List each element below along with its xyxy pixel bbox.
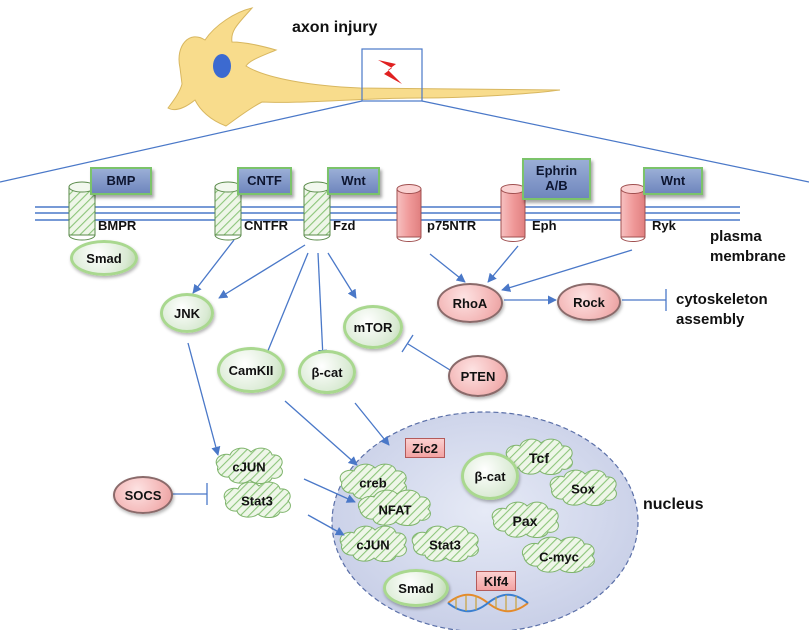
cloud-nfat (358, 489, 431, 526)
tf-pax: Pax (512, 513, 538, 529)
receptor-p75ntr (396, 184, 422, 242)
cytoskeleton-label: cytoskeleton assembly (676, 291, 768, 328)
cloud-stat3-out (223, 481, 291, 518)
neuron-illustration (167, 7, 561, 127)
ligand-wnt-ryk: Wnt (643, 167, 703, 195)
receptor-label-cntfr: CNTFR (244, 218, 289, 233)
gene-zic2: Zic2 (405, 438, 445, 458)
cloud-cmyc (522, 536, 595, 573)
receptor-fzd (303, 181, 331, 241)
cloud-pax (491, 501, 559, 538)
ligand-cntf: CNTF (237, 167, 292, 195)
receptor-bmpr (68, 181, 96, 241)
membrane-label: plasma membrane (710, 228, 786, 265)
page-title: axon injury (292, 19, 378, 36)
cloud-cjun-out (215, 447, 283, 484)
tf-sox: Sox (571, 481, 595, 497)
receptor-cntfr (214, 181, 242, 241)
ligand-bmp: BMP (90, 167, 152, 195)
ligand-ephrin: Ephrin A/B (522, 158, 591, 200)
receptor-label-fzd: Fzd (333, 218, 356, 233)
inhibition-lines (153, 289, 667, 505)
cloud-sox (549, 469, 617, 506)
tf-cjun-cytoplasm: cJUN (232, 459, 266, 475)
tf-cmyc: C-myc (539, 549, 579, 565)
injury-box (361, 48, 423, 102)
node-bcat: β-cat (298, 350, 356, 394)
dna-icon (447, 593, 529, 613)
node-bcat-nucleus: β-cat (461, 452, 519, 500)
node-pten: PTEN (448, 355, 508, 397)
receptor-label-bmpr: BMPR (98, 218, 137, 233)
cloud-cjun-in (339, 525, 407, 562)
nucleus-label: nucleus (643, 496, 704, 513)
tf-tcf: Tcf (529, 450, 549, 466)
receptor-label-p75ntr: p75NTR (427, 218, 477, 233)
tf-creb: creb (359, 475, 387, 491)
receptor-label-ryk: Ryk (652, 218, 676, 233)
neuron-nucleus (213, 54, 231, 78)
receptor-ryk (620, 184, 646, 242)
node-mtor: mTOR (343, 305, 403, 349)
node-smad-membrane: Smad (70, 240, 138, 276)
gene-klf4: Klf4 (476, 571, 516, 591)
lightning-icon (378, 60, 402, 84)
tf-nfat: NFAT (378, 502, 412, 518)
pathway-arrows (187, 239, 633, 536)
tf-stat3-cytoplasm: Stat3 (241, 493, 273, 509)
tf-cjun-nucleus: cJUN (356, 537, 390, 553)
node-smad-nucleus: Smad (383, 569, 449, 607)
node-jnk: JNK (160, 293, 214, 333)
cloud-shapes (215, 438, 617, 573)
node-socs: SOCS (113, 476, 173, 514)
node-camkii: CamKII (217, 347, 285, 393)
cloud-tcf (505, 438, 573, 475)
receptor-label-eph: Eph (532, 218, 557, 233)
receptor-eph (500, 184, 526, 242)
node-rhoa: RhoA (437, 283, 503, 323)
cloud-stat3-in (411, 525, 479, 562)
tf-stat3-nucleus: Stat3 (429, 537, 461, 553)
node-rock: Rock (557, 283, 621, 321)
ligand-wnt: Wnt (327, 167, 380, 195)
